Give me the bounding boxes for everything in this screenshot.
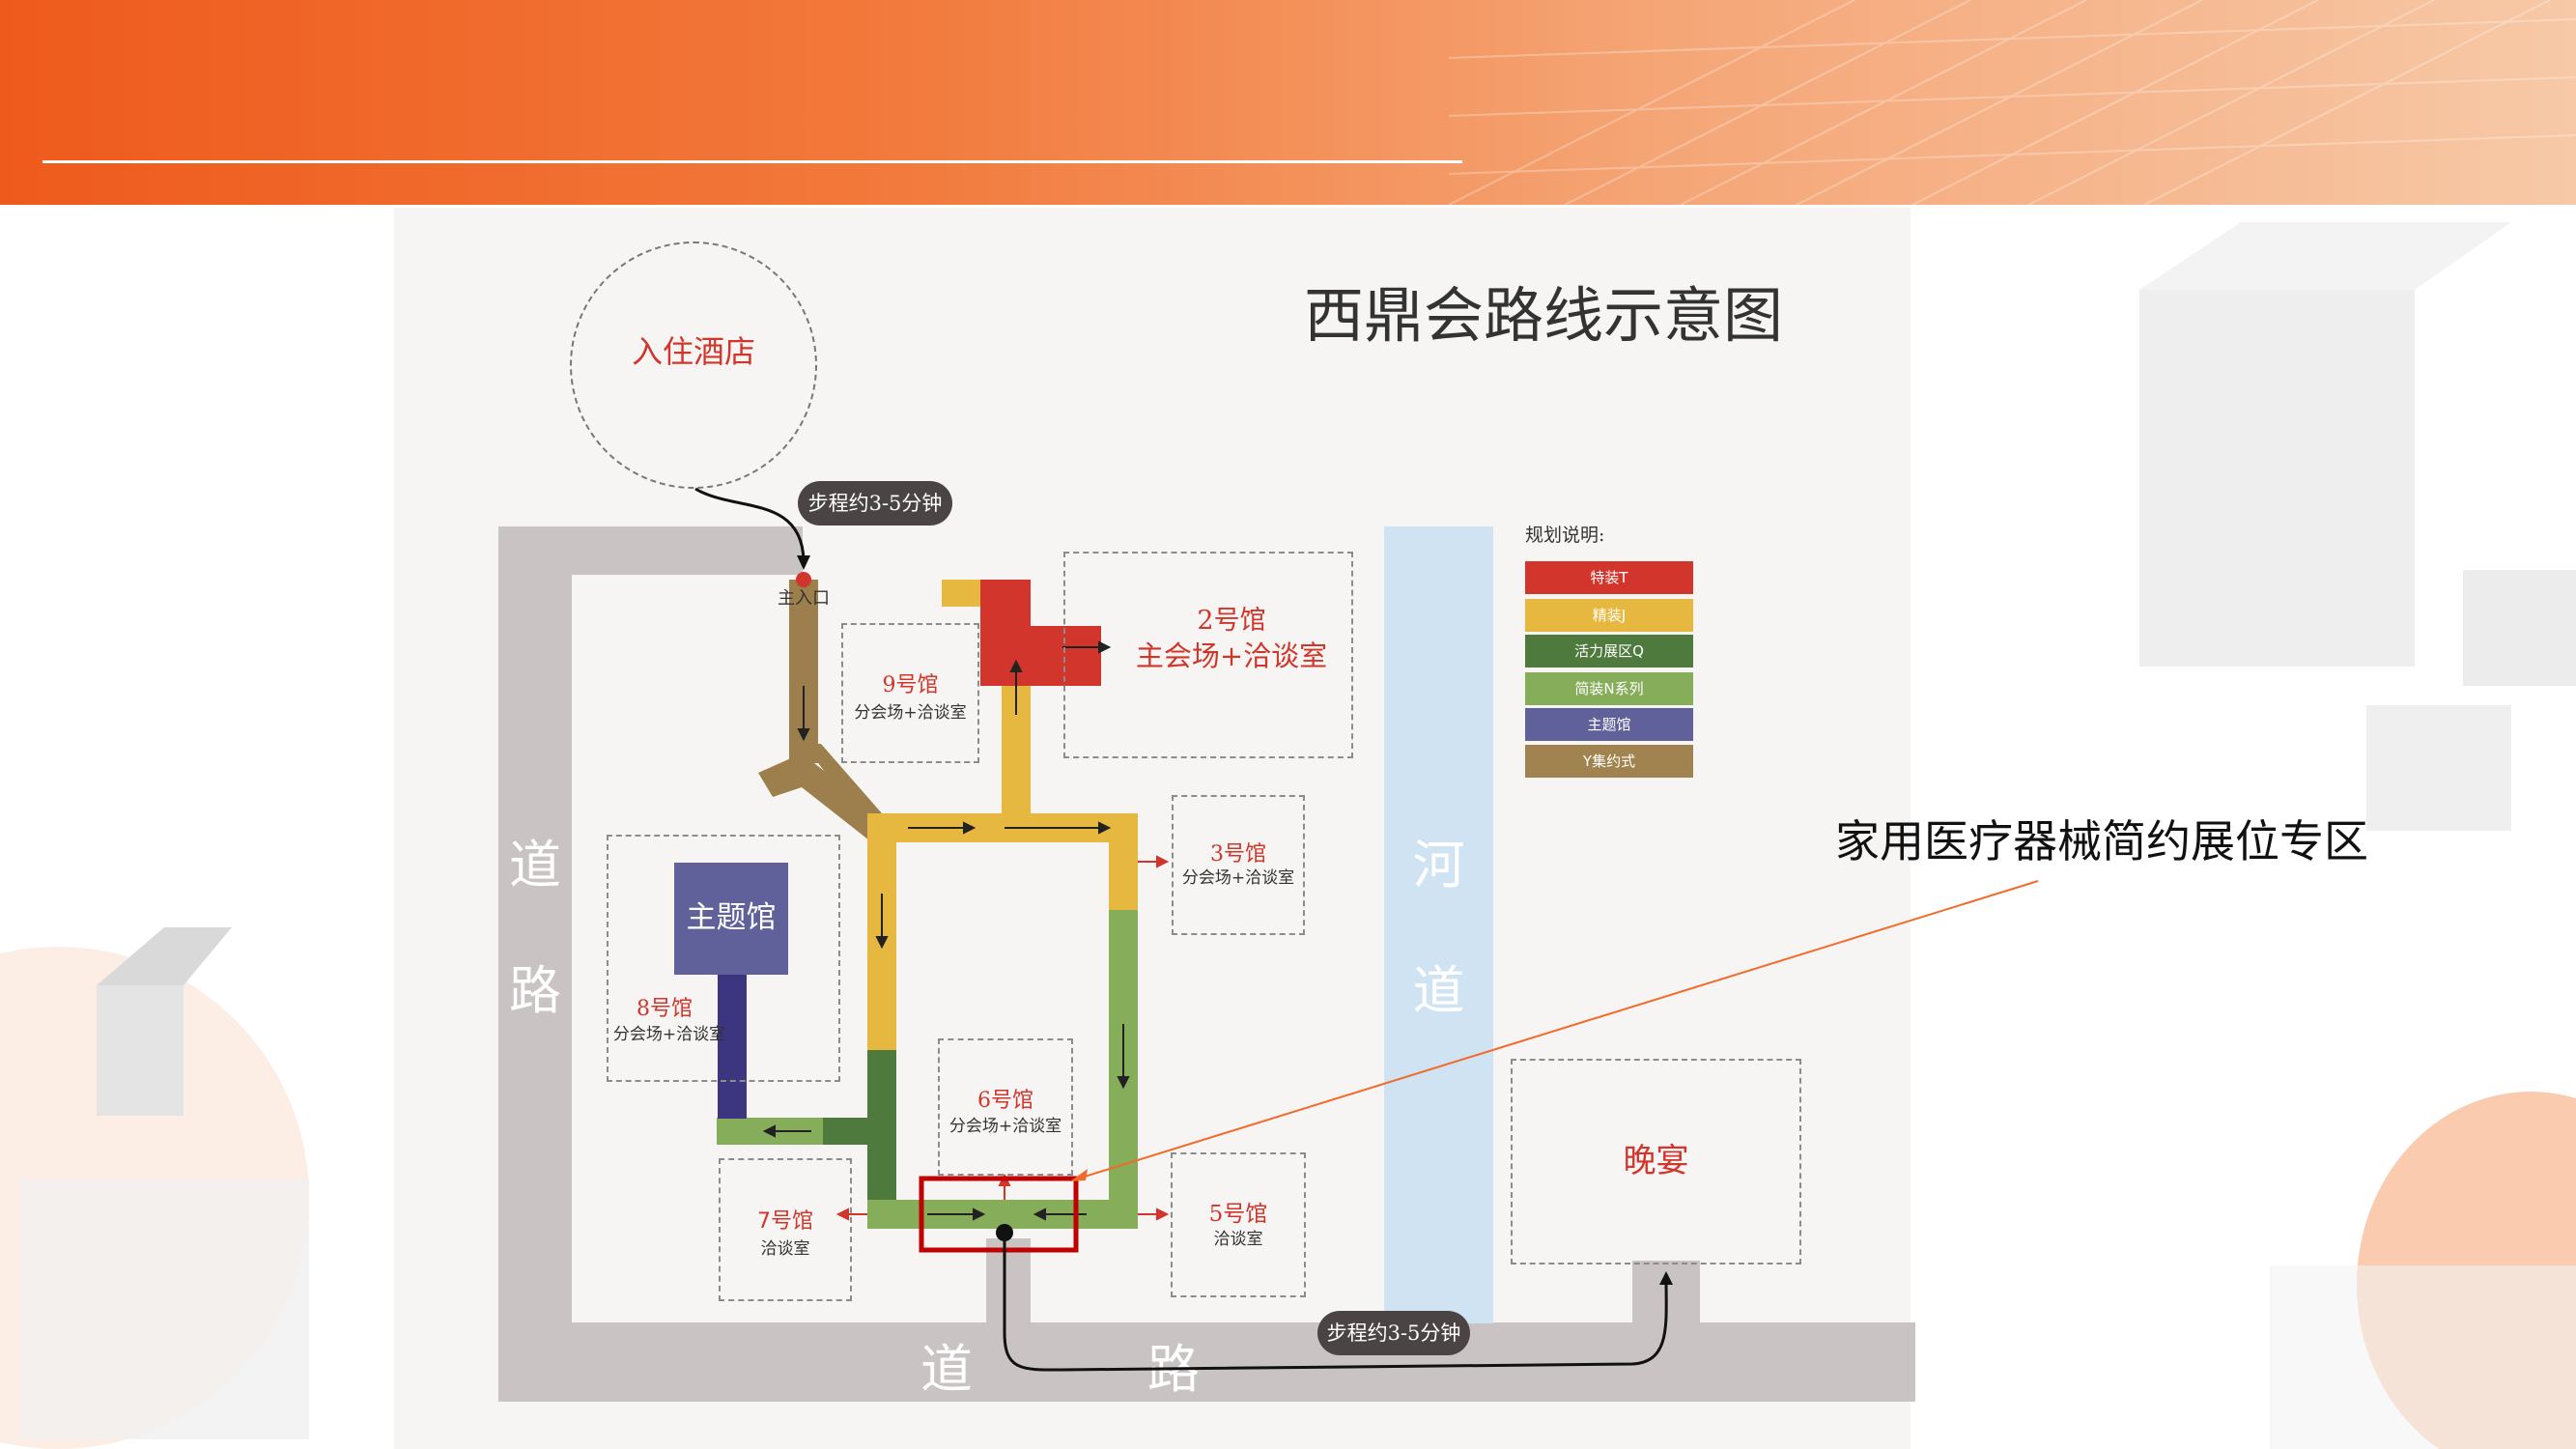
route-yellow-stub: [942, 580, 980, 607]
hall-8-name: 8号馆: [637, 997, 693, 1021]
decorative-cubes-left: [0, 927, 309, 1449]
hall-7-sub: 洽谈室: [760, 1239, 810, 1259]
banquet-route-arrowhead: [1659, 1271, 1673, 1285]
header-banner: [0, 0, 2576, 205]
callout-pointer-arrowhead: [1070, 1169, 1088, 1181]
hall-5-name: 5号馆: [1208, 1202, 1268, 1227]
hall-9-name: 9号馆: [882, 673, 939, 697]
callout-text: 家用医疗器械简约展位专区: [1835, 815, 2368, 867]
hall-2-name: 2号馆: [1197, 606, 1266, 636]
hall-2-box: [1063, 552, 1353, 758]
hotel-route-arrowhead: [797, 555, 810, 570]
hotel-label: 入住酒店: [631, 333, 755, 370]
legend-item-special: 特装T: [1525, 561, 1693, 594]
route-red-to-hall2: [980, 626, 1101, 686]
map-title: 西鼎会路线示意图: [1304, 280, 1784, 351]
hall-5-box: [1171, 1152, 1306, 1297]
legend-item-theme: 主题馆: [1525, 708, 1693, 741]
hall-9-box: [841, 623, 979, 763]
building-glass-decoration: [1449, 0, 2576, 205]
route-green-bottom: [867, 1200, 1138, 1229]
theme-hall-block: [674, 863, 788, 975]
hotel-route-line: [694, 487, 806, 561]
hotel-circle: [570, 242, 817, 489]
hall-5-sub: 洽谈室: [1213, 1230, 1263, 1249]
theme-hall-label: 主题馆: [686, 900, 777, 935]
legend-item-intensive: Y集约式: [1525, 745, 1693, 778]
hall-6-sub: 分会场+洽谈室: [948, 1117, 1062, 1136]
road-stub-6: [986, 1238, 1031, 1325]
route-theme-link: [718, 974, 747, 1119]
route-brown-branch-right: [804, 744, 889, 831]
walk-note-bottom: 步程约3-5分钟: [1317, 1311, 1470, 1355]
hall-2-sub: 主会场+洽谈室: [1135, 639, 1328, 672]
river-label-1: 河: [1412, 835, 1465, 895]
legend-item-vitality: 活力展区Q: [1525, 635, 1693, 668]
legend-title: 规划说明:: [1525, 525, 1605, 546]
banquet-box: [1511, 1059, 1801, 1264]
decorative-cubes-right: [2139, 222, 2576, 831]
hall-7-name: 7号馆: [757, 1209, 813, 1234]
banquet-route-line: [1003, 1233, 1668, 1372]
header-divider: [42, 160, 1462, 163]
hall-8-box: [607, 835, 840, 1082]
road-label-left-2: 路: [509, 960, 561, 1021]
entrance-dot: [796, 572, 811, 587]
legend-item-fine: 精装J: [1525, 599, 1693, 632]
hall-6-box: [938, 1038, 1073, 1176]
banquet-label: 晚宴: [1623, 1142, 1689, 1180]
road-label-bottom-1: 道: [920, 1339, 973, 1400]
callout-highlight-box: [919, 1176, 1079, 1253]
hall-3-sub: 分会场+洽谈室: [1181, 868, 1295, 888]
route-yellow-right: [1109, 813, 1138, 910]
river-label-2: 道: [1412, 960, 1465, 1021]
hall-7-box: [719, 1158, 852, 1301]
hall-9-sub: 分会场+洽谈室: [854, 703, 967, 723]
route-brown-branch-left: [758, 753, 889, 840]
river: [1384, 526, 1493, 1323]
road-label-left-1: 道: [509, 835, 561, 895]
route-darkgreen-to-hall8: [823, 1118, 896, 1145]
route-arrows: [762, 640, 1130, 1221]
legend-item-simple: 简装N系列: [1525, 672, 1693, 705]
hall-3-name: 3号馆: [1210, 842, 1266, 867]
decorative-orange-blur: [2270, 1092, 2576, 1449]
road-bottom: [498, 1322, 1915, 1402]
walk-note-top: 步程约3-5分钟: [798, 481, 952, 526]
road-left: [498, 526, 572, 1402]
main-entrance-label: 主入口: [778, 588, 830, 609]
hall-8-sub: 分会场+洽谈室: [612, 1025, 726, 1044]
hall-3-box: [1172, 795, 1305, 935]
hall-6-name: 6号馆: [977, 1089, 1033, 1113]
callout-pointer-line: [1071, 880, 2039, 1181]
